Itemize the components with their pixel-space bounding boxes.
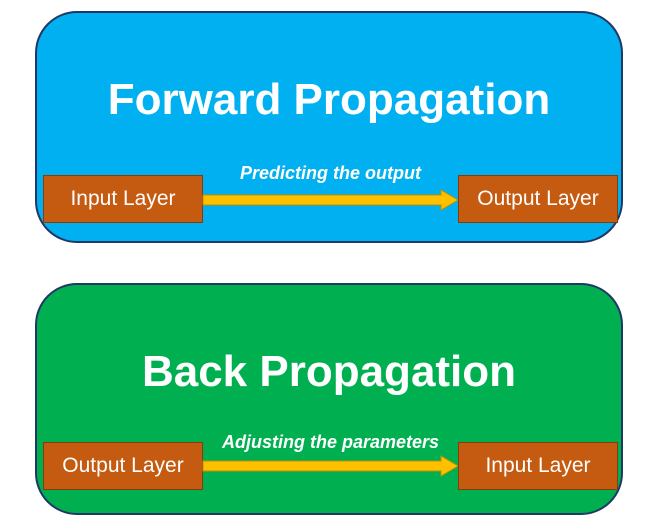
forward-arrow-shape [202,189,459,211]
forward-propagation-title: Forward Propagation [107,75,551,124]
back-input-layer-box: Input Layer [458,442,618,490]
back-arrow [202,455,459,477]
back-propagation-title: Back Propagation [141,347,517,396]
forward-arrow-label: Predicting the output [240,163,421,183]
back-output-layer-box: Output Layer [43,442,203,490]
back-arrow-label: Adjusting the parameters [221,432,440,452]
forward-output-layer-box: Output Layer [458,175,618,223]
forward-arrow [202,189,459,211]
forward-input-layer-box: Input Layer [43,175,203,223]
back-arrow-shape [202,455,459,477]
